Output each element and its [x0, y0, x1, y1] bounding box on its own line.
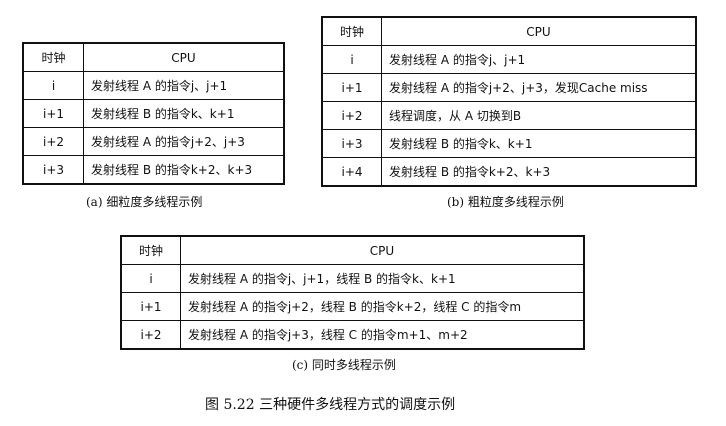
header-cpu: CPU: [83, 42, 285, 72]
table-row: i 发射线程 A 的指令j、j+1: [22, 71, 285, 100]
table-row: i+3 发射线程 B 的指令k+2、k+3: [22, 155, 285, 185]
header-cpu: CPU: [381, 16, 697, 46]
table-row: i+1 发射线程 A 的指令j+2，线程 B 的指令k+2，线程 C 的指令m: [120, 292, 585, 321]
cell-cpu: 发射线程 A 的指令j+2、j+3，发现Cache miss: [381, 73, 697, 102]
cell-cpu: 发射线程 B 的指令k+2、k+3: [381, 157, 697, 187]
header-clock: 时钟: [321, 16, 382, 46]
table-row: i+2 发射线程 A 的指令j+2、j+3: [22, 127, 285, 156]
caption-c: (c) 同时多线程示例: [292, 358, 396, 372]
table-row: i+3 发射线程 B 的指令k、k+1: [321, 129, 697, 158]
table-row: i+1 发射线程 B 的指令k、k+1: [22, 99, 285, 128]
cell-cpu: 发射线程 B 的指令k、k+1: [83, 99, 285, 128]
cell-cpu: 发射线程 A 的指令j、j+1，线程 B 的指令k、k+1: [180, 264, 585, 293]
cell-clock: i: [120, 264, 181, 293]
cell-cpu: 发射线程 A 的指令j、j+1: [83, 71, 285, 100]
table-row: i+1 发射线程 A 的指令j+2、j+3，发现Cache miss: [321, 73, 697, 102]
cell-cpu: 发射线程 A 的指令j+2、j+3: [83, 127, 285, 156]
cell-clock: i+2: [22, 127, 84, 156]
table-row: i+2 发射线程 A 的指令j+3，线程 C 的指令m+1、m+2: [120, 320, 585, 350]
cell-clock: i+1: [321, 73, 382, 102]
cell-clock: i: [321, 45, 382, 74]
table-fine-grained: 时钟 CPU i 发射线程 A 的指令j、j+1 i+1 发射线程 B 的指令k…: [22, 42, 285, 185]
cell-cpu: 发射线程 A 的指令j、j+1: [381, 45, 697, 74]
table-row: i+2 线程调度，从 A 切换到B: [321, 101, 697, 130]
cell-cpu: 发射线程 A 的指令j+2，线程 B 的指令k+2，线程 C 的指令m: [180, 292, 585, 321]
caption-b: (b) 粗粒度多线程示例: [447, 195, 564, 209]
table-header-row: 时钟 CPU: [321, 16, 697, 46]
table-simultaneous: 时钟 CPU i 发射线程 A 的指令j、j+1，线程 B 的指令k、k+1 i…: [120, 235, 585, 350]
table-header-row: 时钟 CPU: [22, 42, 285, 72]
cell-clock: i+3: [321, 129, 382, 158]
cell-clock: i+3: [22, 155, 84, 185]
table-header-row: 时钟 CPU: [120, 235, 585, 265]
header-clock: 时钟: [120, 235, 181, 265]
cell-clock: i: [22, 71, 84, 100]
table-row: i+4 发射线程 B 的指令k+2、k+3: [321, 157, 697, 187]
caption-a: (a) 细粒度多线程示例: [86, 195, 203, 209]
cell-clock: i+2: [120, 320, 181, 350]
cell-cpu: 发射线程 B 的指令k+2、k+3: [83, 155, 285, 185]
table-row: i 发射线程 A 的指令j、j+1: [321, 45, 697, 74]
cell-clock: i+1: [120, 292, 181, 321]
table-row: i 发射线程 A 的指令j、j+1，线程 B 的指令k、k+1: [120, 264, 585, 293]
header-cpu: CPU: [180, 235, 585, 265]
cell-cpu: 线程调度，从 A 切换到B: [381, 101, 697, 130]
figure-caption: 图 5.22 三种硬件多线程方式的调度示例: [205, 397, 456, 413]
cell-cpu: 发射线程 A 的指令j+3，线程 C 的指令m+1、m+2: [180, 320, 585, 350]
cell-clock: i+4: [321, 157, 382, 187]
cell-clock: i+1: [22, 99, 84, 128]
cell-cpu: 发射线程 B 的指令k、k+1: [381, 129, 697, 158]
header-clock: 时钟: [22, 42, 84, 72]
cell-clock: i+2: [321, 101, 382, 130]
table-coarse-grained: 时钟 CPU i 发射线程 A 的指令j、j+1 i+1 发射线程 A 的指令j…: [321, 16, 697, 187]
